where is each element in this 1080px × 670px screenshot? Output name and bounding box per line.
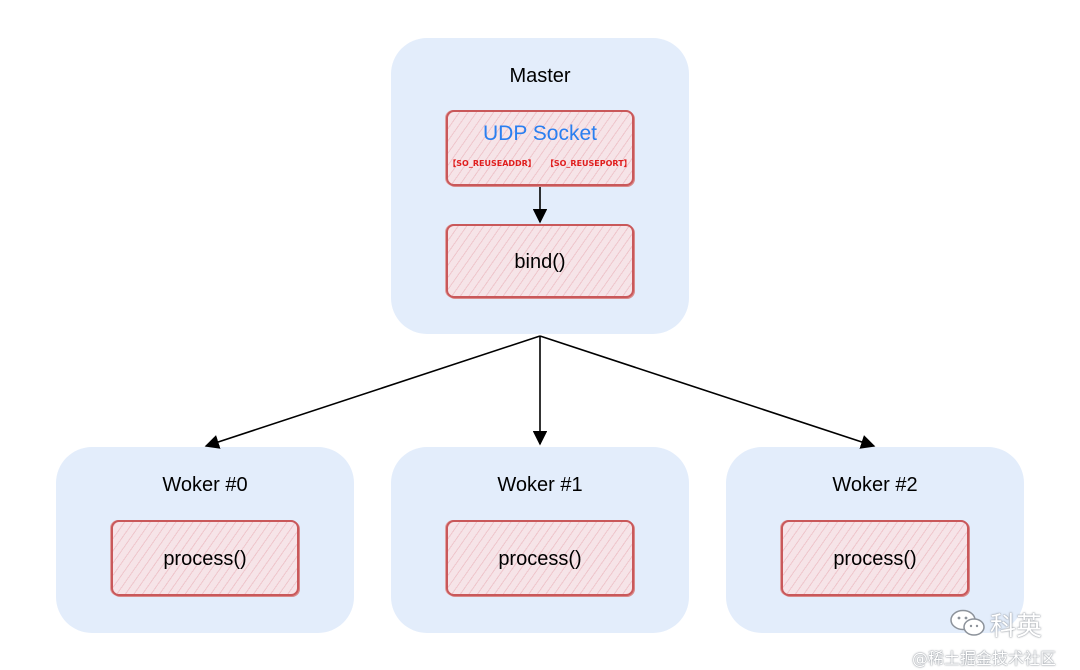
process-label: process() [498, 548, 582, 570]
bind-box: bind() [446, 224, 634, 298]
worker-title: Woker #2 [832, 474, 918, 496]
process-box: process() [111, 520, 299, 596]
worker-panel-2: Woker #2 process() [726, 447, 1024, 633]
option-so-reuseaddr: 【SO_REUSEADDR】 [448, 159, 536, 168]
worker-title: Woker #1 [497, 474, 583, 496]
process-box: process() [781, 520, 969, 596]
wechat-icon [950, 609, 985, 636]
worker-panel-0: Woker #0 process() [56, 447, 354, 633]
option-so-reuseport: 【SO_REUSEPORT】 [545, 159, 632, 168]
worker-panel-1: Woker #1 process() [391, 447, 689, 633]
process-label: process() [833, 548, 917, 570]
watermark-name: 科英 [990, 612, 1043, 642]
socket-options: 【SO_REUSEADDR】 【SO_REUSEPORT】 [448, 158, 632, 169]
udp-socket-label: UDP Socket [483, 122, 597, 145]
bind-label: bind() [514, 251, 566, 273]
arrow-master-to-worker-0 [204, 335, 541, 449]
master-panel: Master UDP Socket 【SO_REUSEADDR】 【SO_REU… [391, 38, 689, 334]
arrow-master-to-worker-2 [539, 335, 876, 449]
worker-title: Woker #0 [162, 474, 248, 496]
process-label: process() [163, 548, 247, 570]
process-box: process() [446, 520, 634, 596]
watermark-site: @稀土掘金技术社区 [912, 649, 1057, 668]
master-title: Master [509, 65, 571, 87]
udp-socket-box: UDP Socket 【SO_REUSEADDR】 【SO_REUSEPORT】 [446, 110, 634, 186]
